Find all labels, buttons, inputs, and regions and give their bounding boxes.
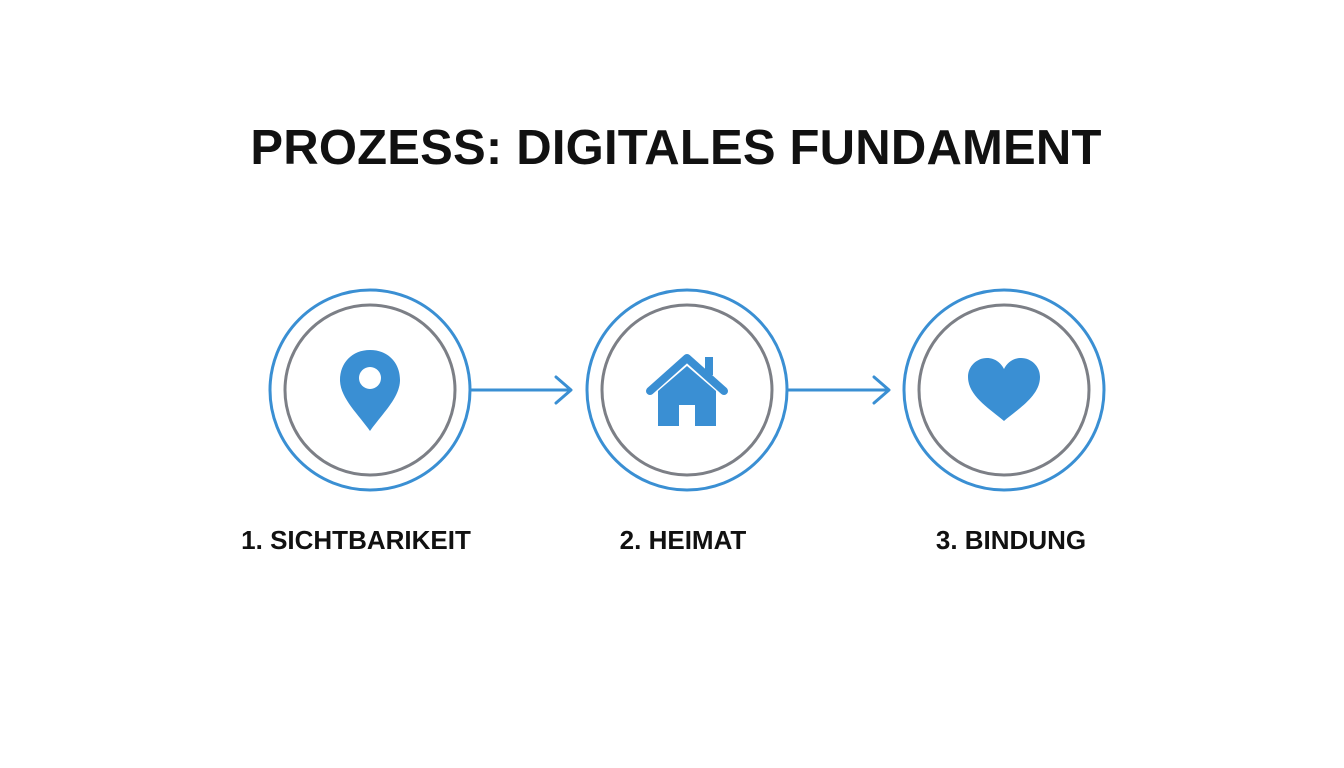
step-1-label: 1. SICHTBARIKEIT xyxy=(241,525,471,555)
home-icon xyxy=(646,354,728,426)
step-2-label: 2. HEIMAT xyxy=(619,525,747,555)
step-3-label: 3. BINDUNG xyxy=(935,525,1087,555)
heart-icon xyxy=(968,358,1040,421)
diagram-title: PROZESS: DIGITALES FUNDAMENT xyxy=(250,121,1102,175)
step-3-inner-ring xyxy=(917,303,1091,477)
step-1-inner-ring xyxy=(283,303,457,477)
arrow-1-to-2 xyxy=(470,375,573,405)
step-1 xyxy=(268,288,472,492)
location-pin-icon xyxy=(340,350,400,431)
step-2 xyxy=(585,288,789,492)
step-3 xyxy=(902,288,1106,492)
arrow-2-to-3 xyxy=(787,375,891,405)
step-2-inner-ring xyxy=(600,303,774,477)
step-3-outer-ring xyxy=(902,288,1106,492)
